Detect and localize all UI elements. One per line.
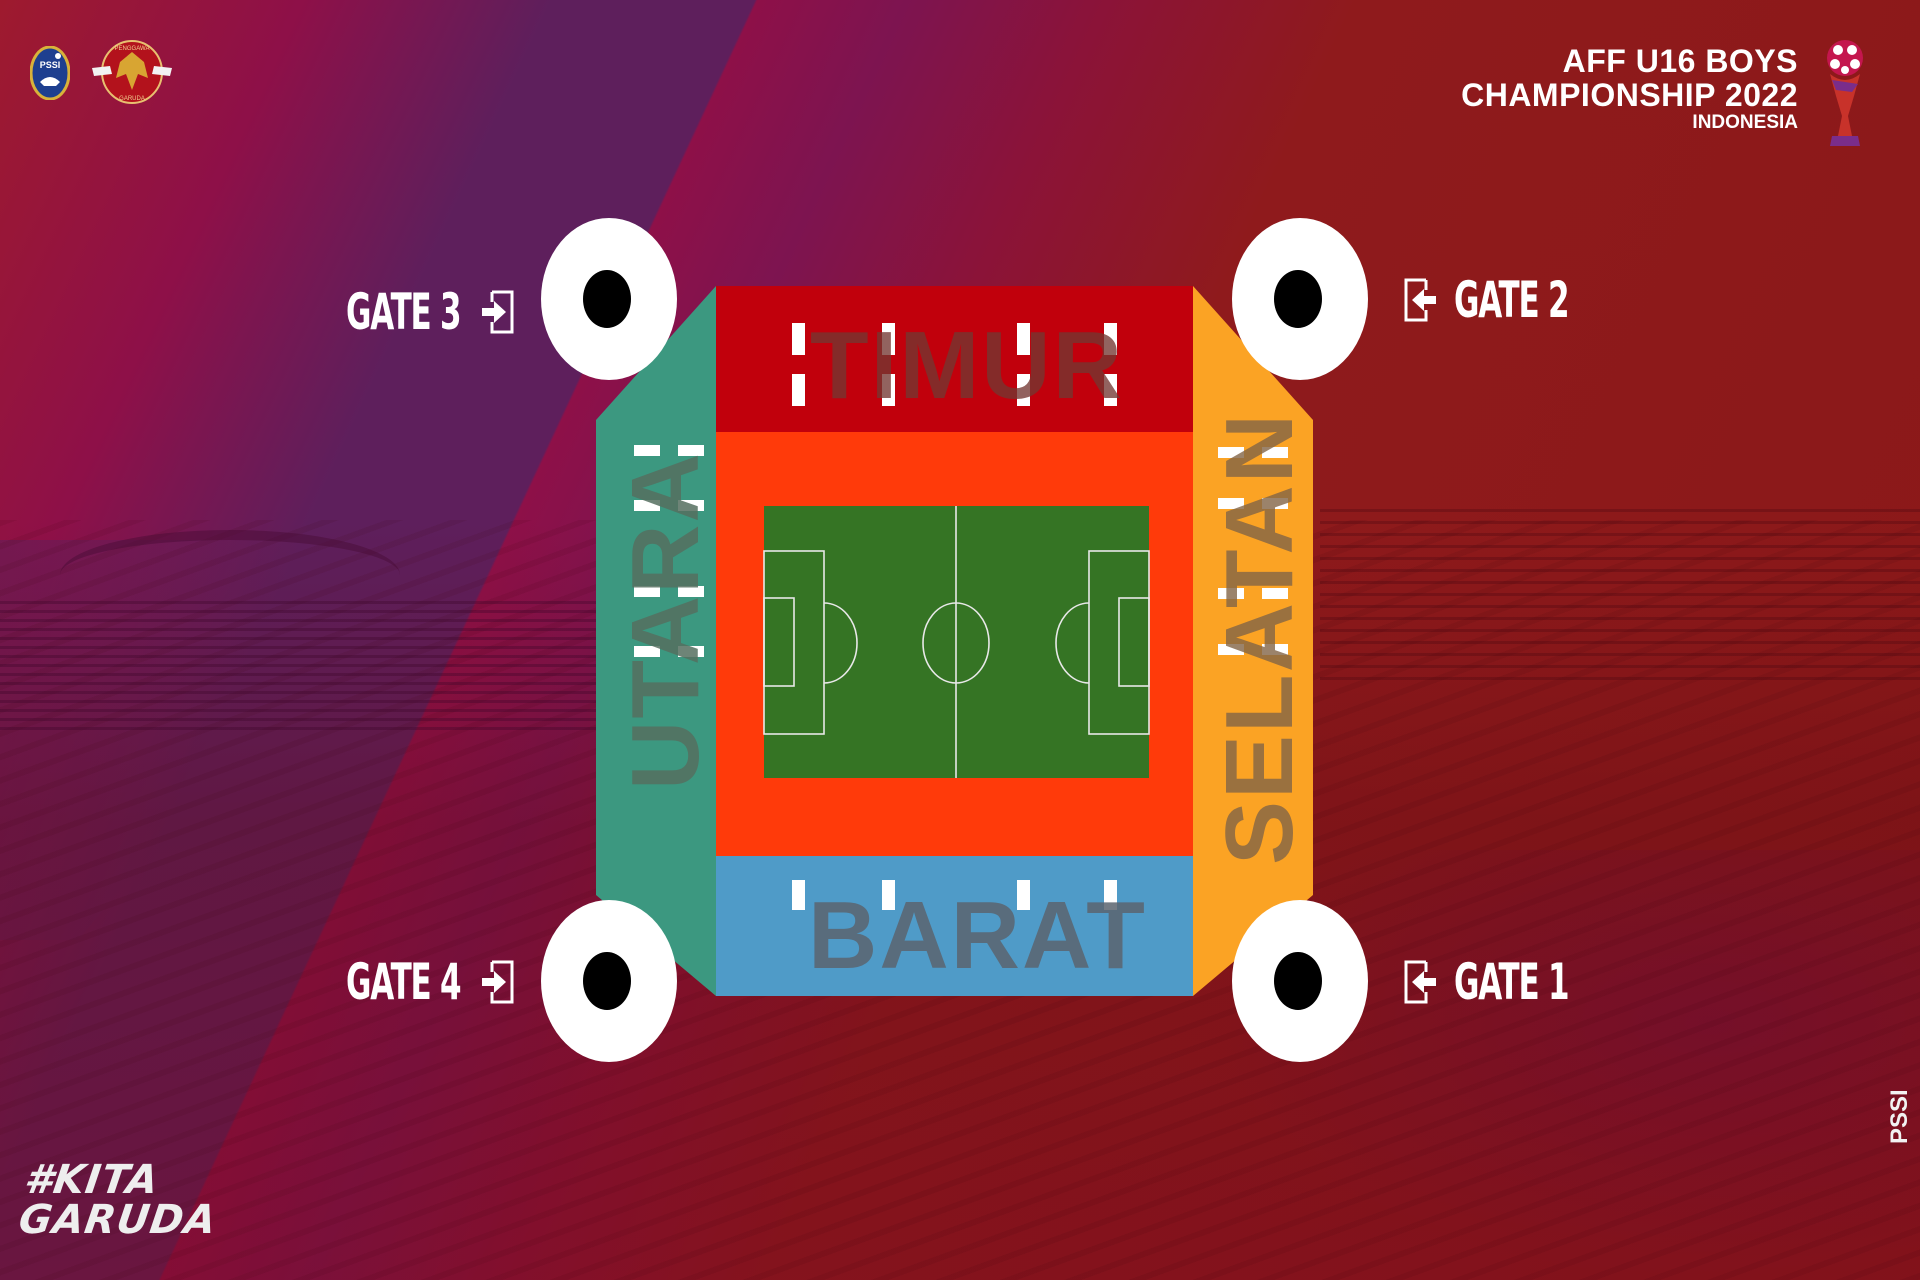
stand-timur[interactable] (716, 286, 1193, 432)
hashtag-kitagaruda: #KITA GARUDA (15, 1157, 224, 1243)
gate-3-label: GATE 3 (345, 283, 462, 341)
pssi-logo: PSSI (30, 46, 70, 100)
svg-text:GARUDA: GARUDA (119, 96, 145, 102)
garuda-logo: PENGGAWA GARUDA (92, 40, 172, 104)
stand-label-utara: UTARA (612, 451, 719, 790)
hashtag-line-2: GARUDA (15, 1197, 220, 1243)
title-line-1: AFF U16 BOYS (1562, 43, 1798, 79)
gate-2-marker[interactable] (1232, 218, 1368, 380)
tournament-title: AFF U16 BOYS CHAMPIONSHIP 2022 INDONESIA (1461, 44, 1798, 134)
title-line-3: INDONESIA (1692, 112, 1798, 133)
stand-label-selatan: SELATAN (1206, 411, 1313, 865)
background-stand-rows-left (0, 600, 600, 730)
enter-icon (482, 960, 514, 1004)
stand-selatan-aisles (1218, 447, 1288, 655)
pssi-brand-mark: PSSI (1886, 1089, 1913, 1144)
gate-1-label: GATE 1 (1454, 953, 1570, 1011)
enter-icon (482, 290, 514, 334)
title-line-2: CHAMPIONSHIP 2022 (1461, 77, 1798, 113)
background-stand-rows-right (1320, 500, 1920, 680)
gate-2-dot (1274, 270, 1322, 328)
gate-1-marker[interactable] (1232, 900, 1368, 1062)
svg-text:PSSI: PSSI (40, 60, 61, 70)
stand-utara-aisles (634, 445, 704, 657)
gate-4-dot (583, 952, 631, 1010)
enter-icon (1404, 278, 1436, 322)
gate-3-marker[interactable] (541, 218, 677, 380)
gate-1-dot (1274, 952, 1322, 1010)
stand-utara[interactable] (596, 286, 716, 996)
stand-timur-aisles (792, 323, 1117, 406)
gate-4-label: GATE 4 (345, 953, 462, 1011)
stand-barat-aisles (792, 880, 1117, 910)
hashtag-line-1: #KITA (21, 1157, 162, 1203)
enter-icon (1404, 960, 1436, 1004)
stadium-map (596, 286, 1313, 996)
gate-4-marker[interactable] (541, 900, 677, 1062)
stand-label-timur: TIMUR (810, 312, 1124, 419)
gate-2-label: GATE 2 (1454, 271, 1570, 329)
stand-selatan[interactable] (1193, 286, 1313, 996)
gate-3-dot (583, 270, 631, 328)
svg-text:PENGGAWA: PENGGAWA (115, 46, 150, 52)
aff-trophy-logo (1827, 40, 1863, 146)
football-pitch (763, 506, 1150, 778)
background-stadium-roof (60, 530, 400, 620)
stand-label-barat: BARAT (808, 882, 1147, 989)
stand-barat[interactable] (716, 856, 1193, 996)
